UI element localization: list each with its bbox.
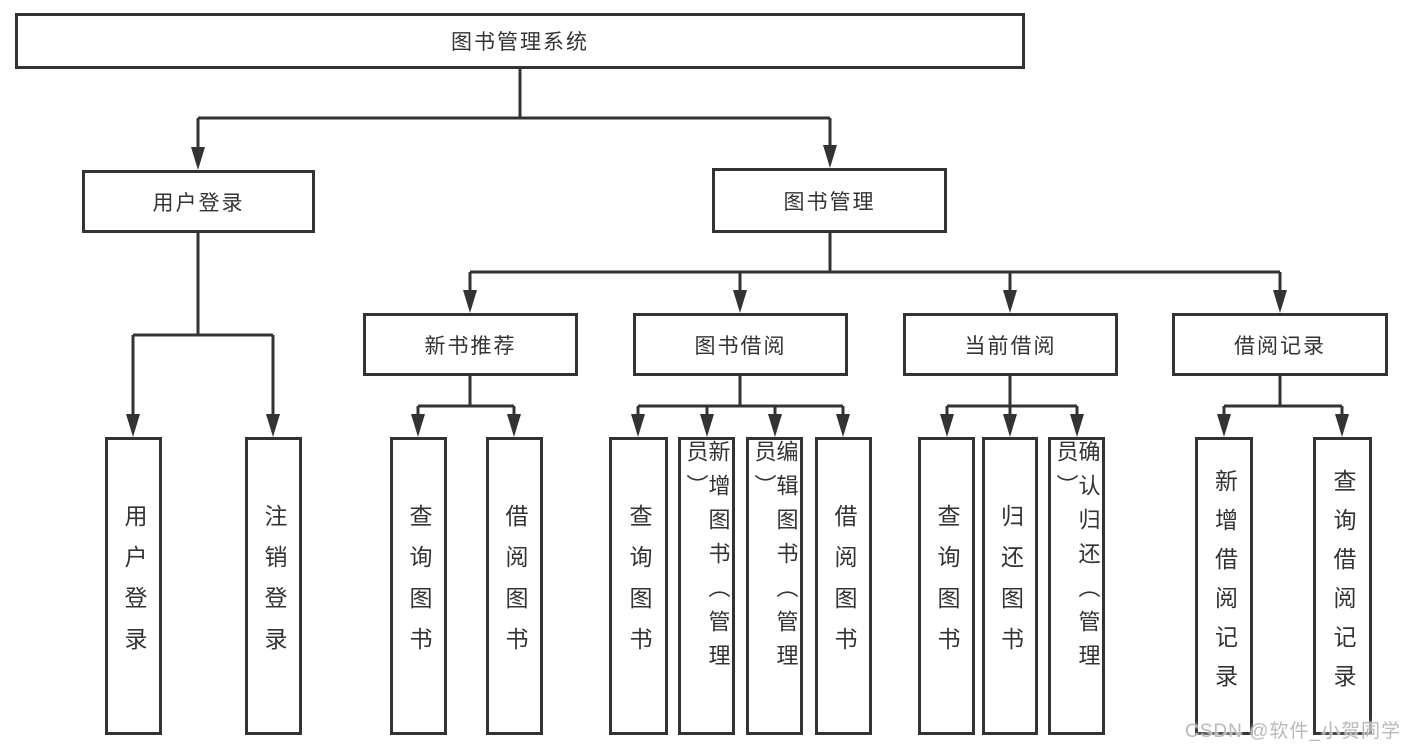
arrow-down-icon bbox=[733, 290, 747, 313]
node-borrow-records-label: 借阅记录 bbox=[1234, 334, 1326, 358]
leaf-borrow-books-recommend: 借阅图书 bbox=[486, 437, 543, 735]
arrow-down-icon bbox=[266, 414, 280, 437]
leaf-query-borrow-record-label: 查询借阅记录 bbox=[1330, 469, 1356, 703]
arrow-down-icon bbox=[1003, 414, 1017, 437]
leaf-confirm-return-admin: 确认归还（管理员） bbox=[1048, 437, 1105, 735]
leaf-add-books-admin-label: 新增图书（管理员） bbox=[683, 440, 731, 678]
leaf-query-books-borrow-label: 查询图书 bbox=[626, 504, 652, 668]
node-book-management-label: 图书管理 bbox=[783, 190, 876, 214]
arrow-down-icon bbox=[126, 414, 140, 437]
arrow-down-icon bbox=[823, 145, 837, 168]
leaf-logout: 注销登录 bbox=[245, 437, 302, 735]
arrow-down-icon bbox=[463, 290, 477, 313]
leaf-borrow-books-recommend-label: 借阅图书 bbox=[502, 504, 528, 668]
watermark: CSDN @软件_小贺同学 bbox=[1185, 721, 1401, 742]
node-current-borrow: 当前借阅 bbox=[903, 313, 1118, 376]
node-library-system: 图书管理系统 bbox=[15, 13, 1025, 69]
arrow-down-icon bbox=[836, 414, 850, 437]
arrow-down-icon bbox=[1070, 414, 1084, 437]
arrow-down-icon bbox=[1003, 290, 1017, 313]
leaf-return-books-label: 归还图书 bbox=[997, 504, 1024, 668]
leaf-query-borrow-record: 查询借阅记录 bbox=[1313, 437, 1372, 735]
node-user-login-label: 用户登录 bbox=[152, 191, 245, 215]
arrow-down-icon bbox=[1335, 414, 1349, 437]
leaf-query-books-borrow: 查询图书 bbox=[609, 437, 668, 735]
leaf-edit-books-admin-label: 编辑图书（管理员） bbox=[751, 440, 799, 678]
leaf-borrow-books: 借阅图书 bbox=[815, 437, 872, 735]
node-new-book-recommend-label: 新书推荐 bbox=[424, 334, 517, 358]
leaf-confirm-return-admin-label: 确认归还（管理员） bbox=[1053, 440, 1101, 678]
leaf-logout-label: 注销登录 bbox=[261, 504, 287, 668]
node-book-borrow: 图书借阅 bbox=[633, 313, 848, 376]
leaf-query-books-recommend-label: 查询图书 bbox=[406, 504, 432, 668]
arrow-down-icon bbox=[631, 414, 645, 437]
node-book-management: 图书管理 bbox=[712, 168, 947, 233]
leaf-query-books-current-label: 查询图书 bbox=[934, 504, 960, 668]
arrowheads bbox=[126, 145, 1349, 437]
node-library-system-label: 图书管理系统 bbox=[451, 31, 589, 54]
arrow-down-icon bbox=[1273, 290, 1287, 313]
leaf-add-borrow-record-label: 新增借阅记录 bbox=[1211, 469, 1238, 703]
arrow-down-icon bbox=[191, 147, 205, 170]
leaf-return-books: 归还图书 bbox=[982, 437, 1038, 735]
connector-path bbox=[131, 68, 1344, 420]
leaf-query-books-current: 查询图书 bbox=[918, 437, 975, 735]
leaf-query-books-recommend: 查询图书 bbox=[390, 437, 447, 735]
arrow-down-icon bbox=[768, 414, 782, 437]
node-new-book-recommend: 新书推荐 bbox=[363, 313, 578, 376]
arrow-down-icon bbox=[411, 414, 425, 437]
node-user-login: 用户登录 bbox=[82, 170, 315, 233]
leaf-user-login: 用户登录 bbox=[105, 437, 162, 735]
arrow-down-icon bbox=[940, 414, 954, 437]
arrow-down-icon bbox=[507, 414, 521, 437]
leaf-add-borrow-record: 新增借阅记录 bbox=[1195, 437, 1253, 735]
node-book-borrow-label: 图书借阅 bbox=[694, 334, 787, 358]
arrow-down-icon bbox=[700, 414, 714, 437]
leaf-add-books-admin: 新增图书（管理员） bbox=[678, 437, 735, 735]
leaf-borrow-books-label: 借阅图书 bbox=[831, 504, 857, 668]
node-current-borrow-label: 当前借阅 bbox=[964, 334, 1057, 358]
leaf-edit-books-admin: 编辑图书（管理员） bbox=[746, 437, 803, 735]
node-borrow-records: 借阅记录 bbox=[1172, 313, 1388, 376]
arrow-down-icon bbox=[1217, 414, 1231, 437]
leaf-user-login-label: 用户登录 bbox=[121, 504, 147, 668]
